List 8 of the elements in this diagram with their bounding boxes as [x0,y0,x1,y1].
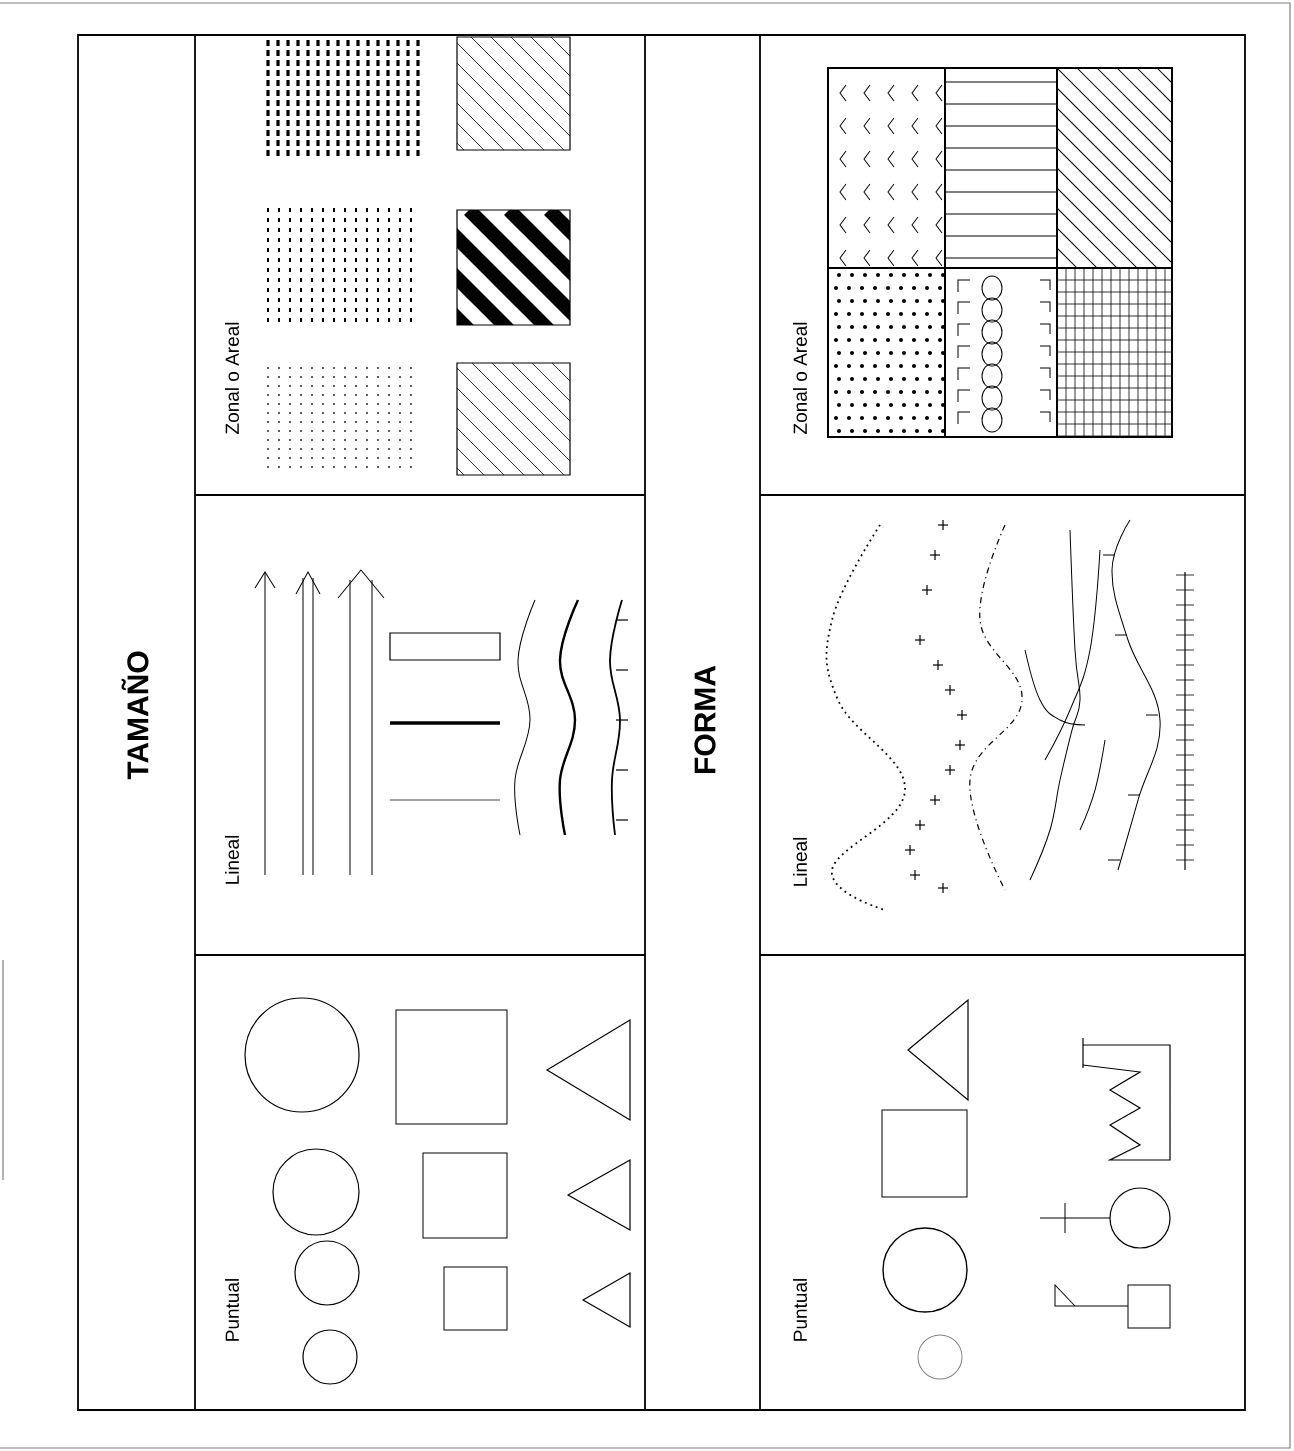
cell-label: Zonal o Areal [793,322,807,434]
section-title: TAMAÑO [121,651,149,780]
section-title: FORMA [694,665,716,773]
cell-label: Lineal [225,835,239,884]
cell-label: Zonal o Areal [225,322,239,434]
cell-label: Puntual [225,1279,239,1341]
cell-label: Puntual [793,1279,807,1341]
cell-label: Lineal [793,837,807,886]
